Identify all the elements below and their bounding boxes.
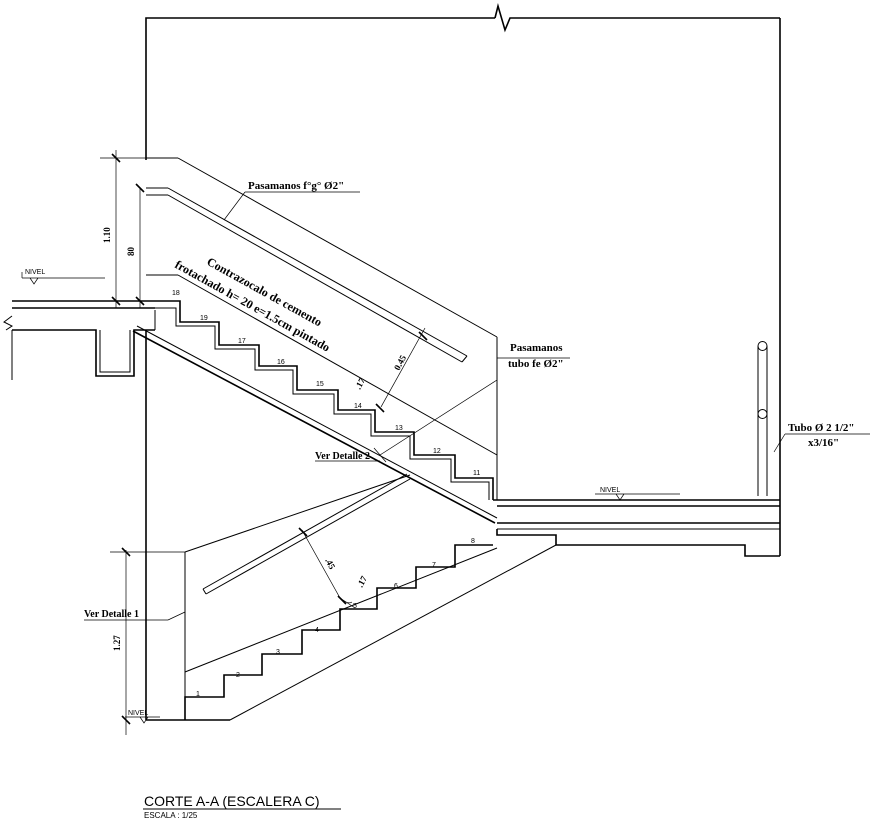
label-pasamanos-tubo-line1: Pasamanos	[510, 342, 563, 354]
left-parapet	[146, 157, 178, 276]
step-number: 8	[471, 538, 475, 545]
lower-handrail	[202, 473, 411, 595]
step-number: 11	[473, 470, 480, 477]
lower-guard-wall	[184, 474, 557, 721]
label-ver-detalle-1: Ver Detalle 1	[84, 609, 139, 620]
dim-45-lower: .45	[323, 556, 337, 571]
step-number: 13	[395, 425, 403, 432]
dim-1-27: 1.27	[112, 635, 122, 651]
step-number: 3	[276, 649, 280, 656]
label-pasamanos-fg: Pasamanos f°g° Ø2"	[248, 180, 344, 192]
drawing-scale: ESCALA : 1/25	[144, 811, 198, 820]
dim-17-lower: .17	[355, 574, 369, 589]
upper-guard-wall	[177, 157, 498, 500]
step-number: 7	[432, 562, 436, 569]
dim-17-upper: .17	[353, 376, 367, 391]
level-markers	[21, 272, 680, 724]
step-number: 12	[433, 448, 441, 455]
step-number: 6	[394, 583, 398, 590]
outer-walls	[145, 2, 781, 720]
tube-column	[757, 341, 768, 496]
leader-lines	[84, 191, 870, 621]
step-number: 18	[172, 290, 180, 297]
step-number: 2	[236, 672, 240, 679]
level-label-left: NIVEL	[25, 269, 45, 276]
upper-handrail	[146, 187, 468, 363]
step-number: 4	[315, 627, 319, 634]
step-number: 17	[238, 338, 246, 345]
step-number: 14	[354, 403, 362, 410]
upper-flight-steps	[155, 300, 494, 500]
dimension-lines	[100, 150, 428, 735]
level-label-right: NIVEL	[600, 487, 620, 494]
label-pasamanos-tubo-line2: tubo fe Ø2"	[508, 358, 564, 370]
label-tubo-line1: Tubo Ø 2 1/2"	[788, 422, 855, 434]
left-landing-slab	[3, 300, 156, 380]
step-number: 19	[200, 315, 208, 322]
step-number: 5	[353, 603, 357, 610]
level-label-bottom: NIVEL	[128, 710, 148, 717]
drawing-title: CORTE A-A (ESCALERA C)	[144, 793, 320, 809]
lower-flight-steps	[146, 544, 493, 721]
step-number: 1	[196, 691, 200, 698]
dim-80: 80	[126, 247, 136, 257]
label-tubo-line2: x3/16"	[808, 437, 839, 449]
right-landing-slab	[493, 499, 780, 557]
upper-soffit	[132, 325, 498, 524]
dim-1-10: 1.10	[102, 227, 112, 243]
label-ver-detalle-2: Ver Detalle 2	[315, 451, 370, 462]
label-contrazocalo-line2: frotachado h= 20 e=1.5cm pintado	[173, 257, 333, 354]
step-number: 16	[277, 359, 285, 366]
step-number: 15	[316, 381, 324, 388]
